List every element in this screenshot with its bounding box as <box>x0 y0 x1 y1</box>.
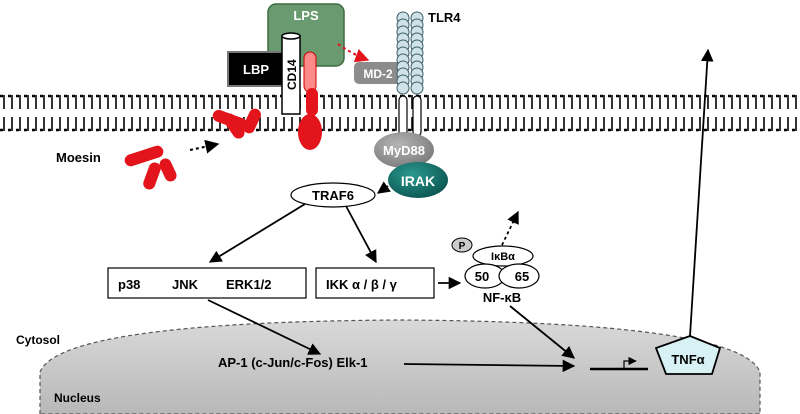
irak-label: IRAK <box>401 173 435 189</box>
md2-label: MD-2 <box>363 67 393 81</box>
md2-box <box>354 62 402 84</box>
tlr4-stem <box>398 95 408 137</box>
ikk-box <box>315 267 435 299</box>
tnfa-secretion-arrow <box>689 48 714 337</box>
nfkb-label: NF-κB <box>483 290 521 305</box>
tnfa-label: TNFα <box>671 352 704 367</box>
nucleus-label: Nucleus <box>54 391 101 405</box>
jnk-label: JNK <box>172 277 199 292</box>
ikba-degradation-arrow <box>501 210 519 246</box>
tlr4-stem <box>412 95 422 137</box>
tlr4-bead <box>396 81 410 95</box>
phospho-label: P <box>459 241 466 252</box>
membrane-moesin <box>212 108 261 139</box>
lps-md2-arrow <box>337 43 370 63</box>
nucleus <box>39 319 761 414</box>
myd88-ellipse <box>374 132 434 168</box>
traf6-mapk-arrow <box>208 203 306 263</box>
irak-ellipse <box>388 162 448 198</box>
traf6-ellipse <box>290 182 376 208</box>
lbp-label: LBP <box>243 62 269 77</box>
mapk-box <box>107 267 307 299</box>
tlr4-receptor <box>396 11 424 137</box>
moesin-label: Moesin <box>56 150 101 165</box>
nfkb-tnf-arrow <box>509 305 575 359</box>
traf6-label: TRAF6 <box>312 188 354 203</box>
nfkb-50-label: 50 <box>475 269 489 284</box>
traf6-ikk-arrow <box>345 205 377 264</box>
tlr4-bead <box>410 81 424 95</box>
moesin-arrow <box>189 139 220 154</box>
ikba-label: IκBα <box>491 251 515 263</box>
mapk-ap1-arrow <box>207 299 322 355</box>
nfkb-65-label: 65 <box>515 269 529 284</box>
ap1-tnf-arrow <box>403 359 576 373</box>
ikk-label: IKK α / β / γ <box>326 277 398 292</box>
myd88-label: MyD88 <box>383 143 425 158</box>
moesin-protein <box>124 145 177 190</box>
irak-traf6-arrow <box>376 181 391 194</box>
ikba-ellipse <box>472 245 534 267</box>
ap1-label: AP-1 (c-Jun/c-Fos) Elk-1 <box>218 355 368 370</box>
cd14-label: CD14 <box>285 59 299 90</box>
tnf-promoter <box>590 356 648 371</box>
phospho-ellipse <box>451 237 473 253</box>
nfkb-65-ellipse <box>498 263 540 289</box>
cytosol-label: Cytosol <box>16 333 60 347</box>
p38-label: p38 <box>118 277 140 292</box>
tnfa-pentagon <box>654 335 722 375</box>
red-capsules <box>298 51 322 150</box>
tlr4-label: TLR4 <box>428 10 461 25</box>
cd14-cylinder <box>281 32 301 115</box>
lps-label: LPS <box>293 8 319 23</box>
erk-label: ERK1/2 <box>226 277 272 292</box>
